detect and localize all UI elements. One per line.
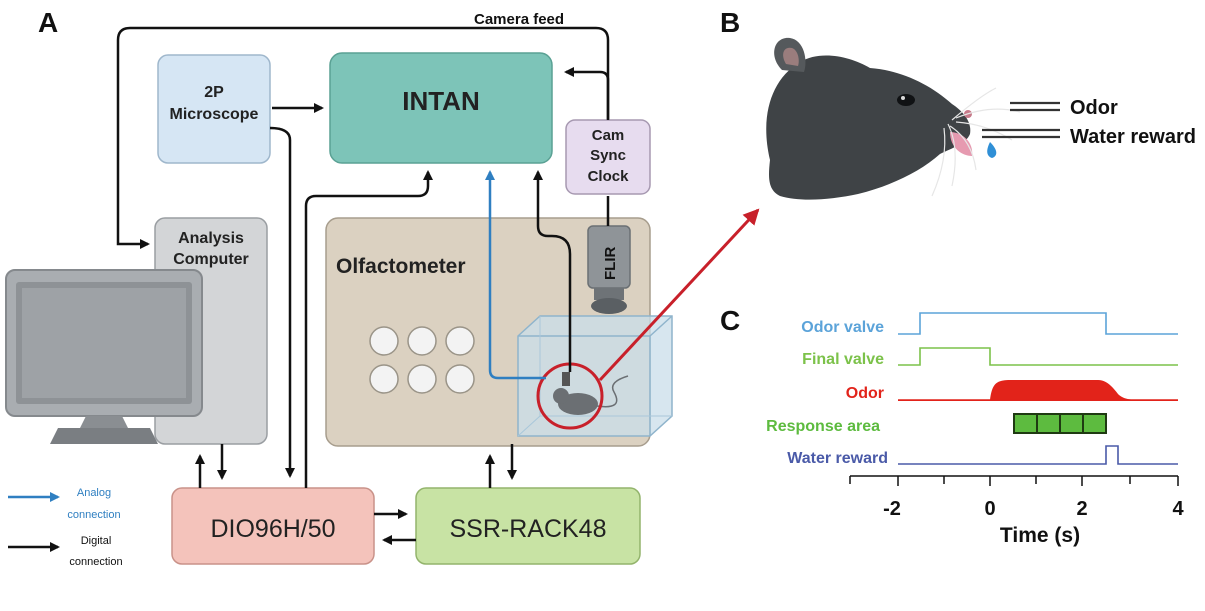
ssr-box bbox=[415, 487, 641, 565]
flir-label: FLIR bbox=[602, 247, 619, 280]
timing-row-label-final-valve: Final valve bbox=[802, 351, 884, 368]
odor-tube-label: Odor bbox=[1070, 97, 1118, 119]
analysis-computer-label-1: Analysis bbox=[178, 230, 244, 247]
timing-row-label-water-reward: Water reward bbox=[787, 450, 888, 467]
dio-label: DIO96H/50 bbox=[210, 515, 335, 543]
monitor-icon bbox=[5, 269, 203, 444]
flir-camera bbox=[587, 225, 631, 314]
trace-odor bbox=[898, 380, 1178, 401]
intan-label: INTAN bbox=[402, 86, 480, 116]
trace-water-reward bbox=[898, 445, 1178, 465]
camera-feed-line bbox=[116, 26, 610, 249]
analysis-computer-label-2: Computer bbox=[173, 251, 249, 268]
legend-digital-label-1: Digital bbox=[81, 535, 112, 547]
x-tick-label: 0 bbox=[984, 498, 995, 520]
timing-row-label-odor: Odor bbox=[846, 385, 884, 402]
timing-row-label-odor-valve: Odor valve bbox=[801, 319, 884, 336]
x-tick-label: 2 bbox=[1076, 498, 1087, 520]
legend-analog-label-2: connection bbox=[67, 509, 120, 521]
odor-vials bbox=[369, 326, 475, 394]
timing-row-label-response-area: Response area bbox=[766, 418, 880, 435]
digital-connections bbox=[195, 67, 610, 545]
olfactometer-label: Olfactometer bbox=[336, 255, 466, 278]
legend-digital-label-2: connection bbox=[69, 556, 122, 568]
water-tube-label: Water reward bbox=[1070, 126, 1196, 148]
panel-label-a: A bbox=[38, 7, 58, 38]
trace-odor-valve bbox=[898, 312, 1178, 335]
x-tick-label: -2 bbox=[883, 498, 901, 520]
panel-label-b: B bbox=[720, 7, 740, 38]
water-tube bbox=[982, 128, 1060, 139]
x-axis bbox=[849, 475, 1179, 486]
odor-tube bbox=[1010, 101, 1060, 112]
trace-final-valve bbox=[898, 347, 1178, 366]
microscope-box bbox=[157, 54, 271, 164]
panel-label-c: C bbox=[720, 305, 740, 336]
ssr-label: SSR-RACK48 bbox=[450, 515, 607, 543]
microscope-label-2: Microscope bbox=[170, 106, 259, 123]
small-mouse-icon bbox=[553, 372, 629, 415]
mouse-head-illustration bbox=[766, 37, 1021, 200]
x-tick-label: 4 bbox=[1172, 498, 1184, 520]
camera-feed-label: Camera feed bbox=[474, 11, 564, 28]
intan-box bbox=[329, 52, 553, 164]
response-area-blocks bbox=[1013, 413, 1107, 434]
x-axis-title: Time (s) bbox=[1000, 524, 1080, 547]
analog-connection bbox=[485, 170, 546, 380]
cam-sync-label-1: Cam bbox=[592, 127, 625, 144]
zoom-arrow bbox=[598, 208, 760, 382]
cam-sync-label-3: Clock bbox=[588, 168, 630, 185]
microscope-label-1: 2P bbox=[204, 84, 224, 101]
cam-sync-label-2: Sync bbox=[590, 147, 626, 164]
legend-analog-label-1: Analog bbox=[77, 487, 111, 499]
dio-box bbox=[171, 487, 375, 565]
